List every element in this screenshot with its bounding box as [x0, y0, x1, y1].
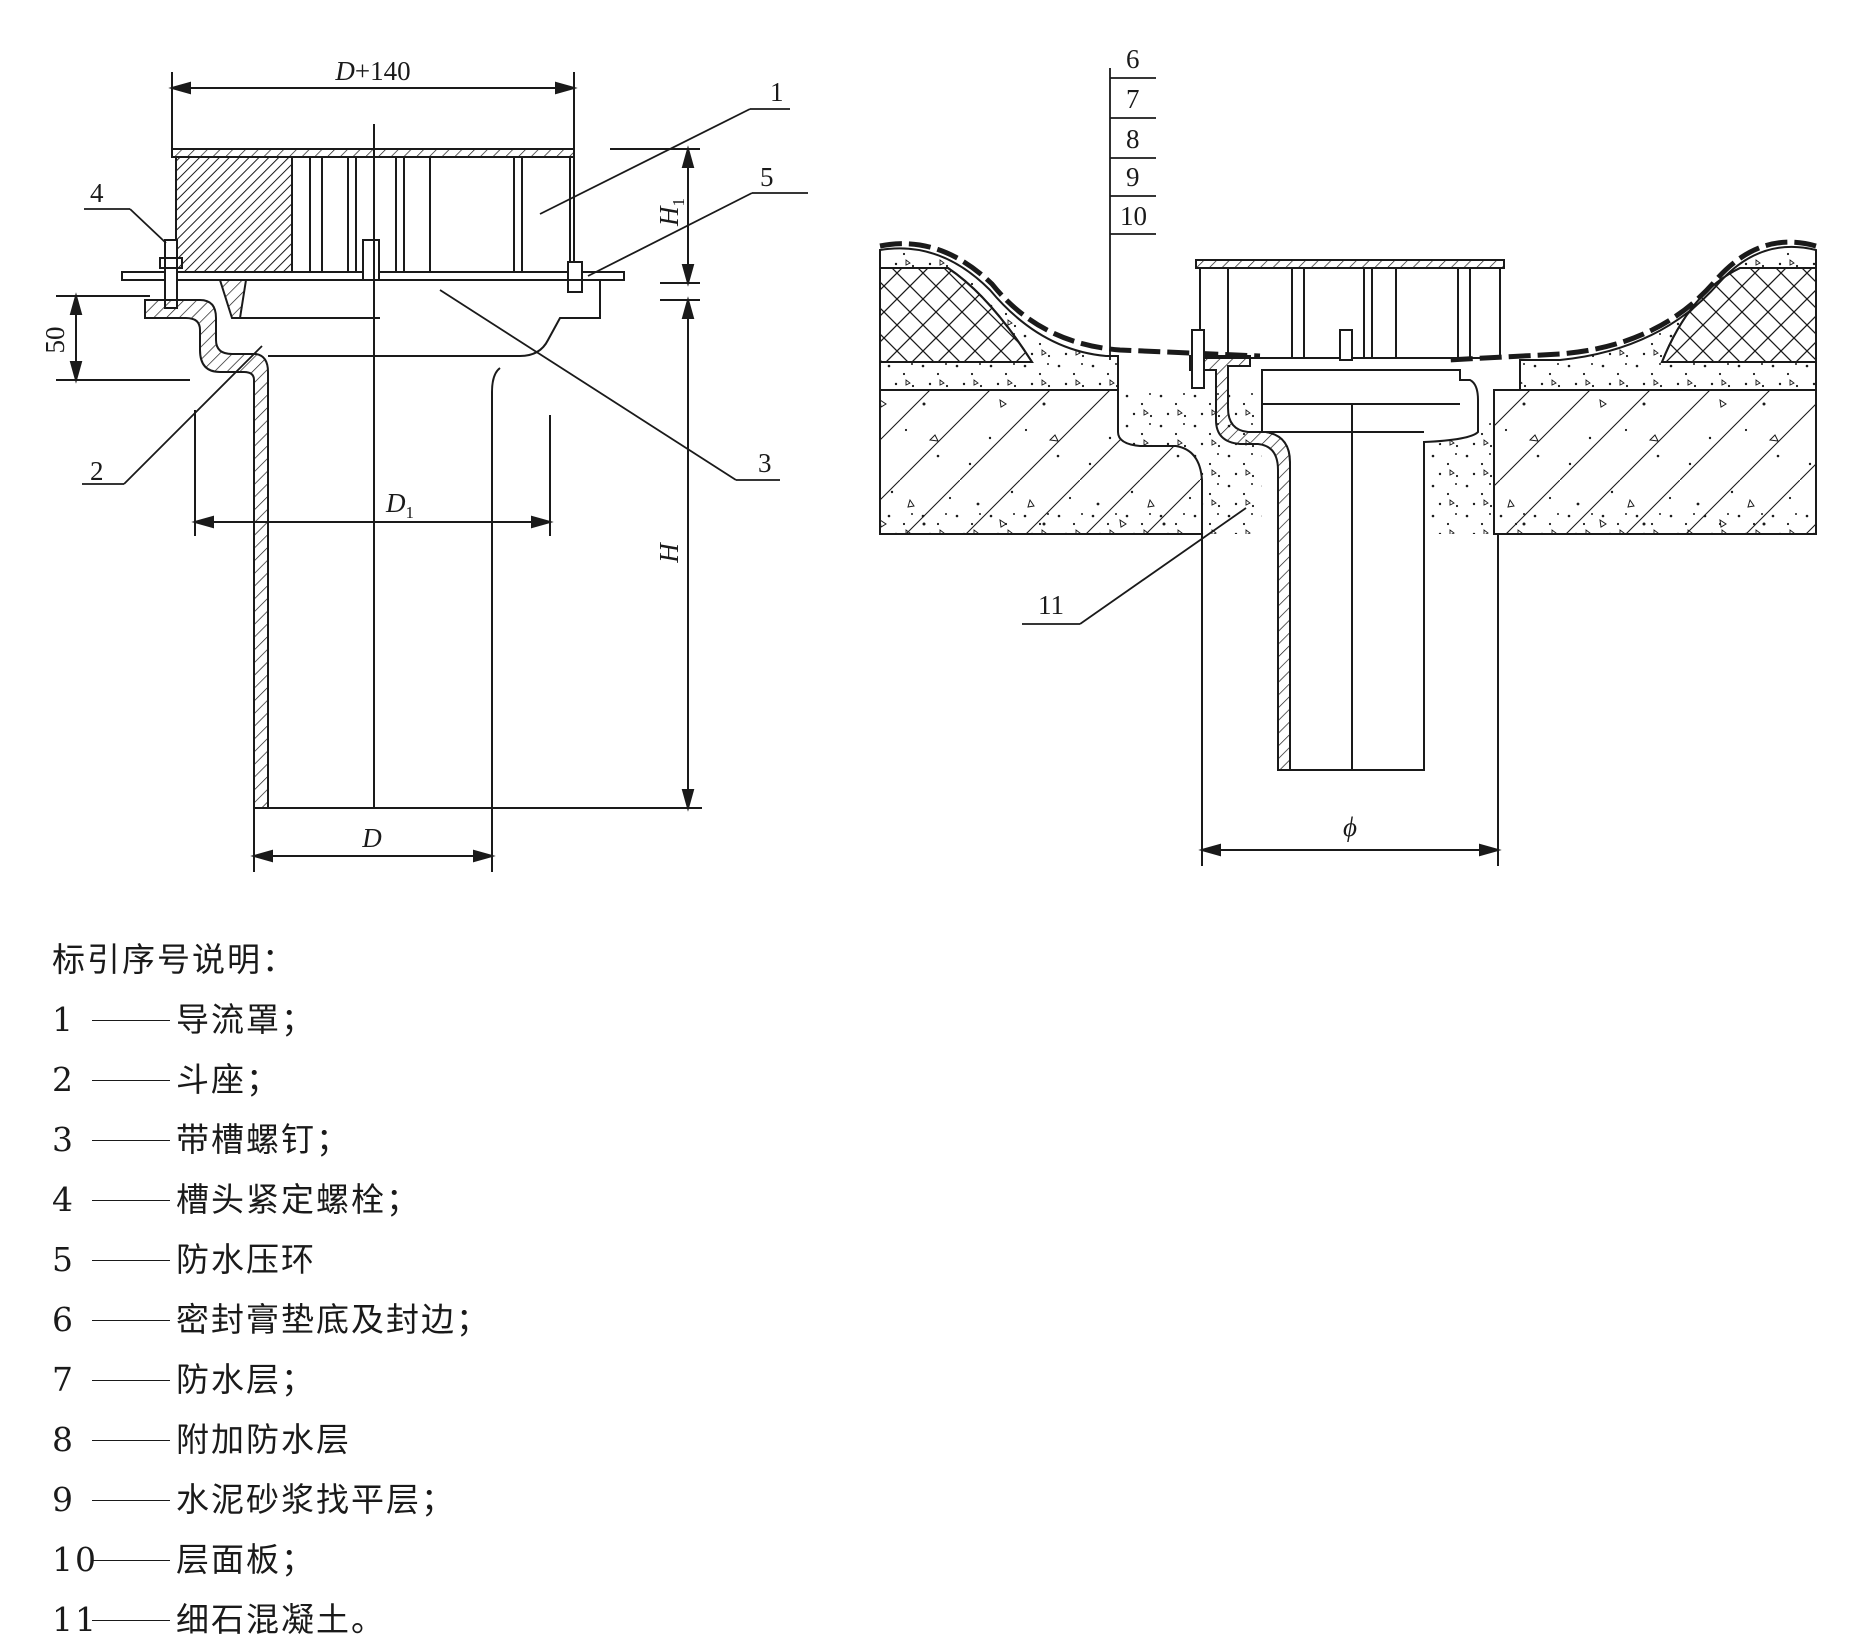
legend-item-text: 导流罩；: [176, 1000, 316, 1039]
legend-dash: [92, 1379, 170, 1381]
legend-item: 7 防水层；: [52, 1350, 491, 1410]
dim-h: [660, 296, 700, 812]
legend-item-number: 5: [52, 1240, 75, 1279]
waterproof-layer-left: [879, 241, 1261, 359]
fine-concrete-left: [880, 390, 1230, 534]
legend-dash: [92, 1559, 170, 1561]
legend-item-number: 3: [52, 1120, 75, 1159]
legend-item-number: 4: [52, 1180, 75, 1219]
right-bolt-right: [1339, 329, 1353, 361]
waterproof-layer-right: [1447, 239, 1817, 363]
label-d: D: [361, 823, 382, 853]
label-d1: D1: [385, 488, 414, 522]
legend-dash: [92, 1499, 170, 1501]
funnel-seat-upper: [218, 279, 248, 319]
label-d-plus-140: D+140: [334, 56, 410, 86]
legend-title: 标引序号说明：: [52, 940, 297, 979]
legend-item: 10 层面板；: [52, 1530, 491, 1590]
legend-item-number: 6: [52, 1300, 75, 1339]
callout-1: 1: [770, 77, 784, 107]
legend-dash: [92, 1139, 170, 1141]
funnel-seat-outline: [240, 279, 601, 808]
label-h: H: [654, 542, 684, 564]
legend-item-text: 防水层；: [176, 1360, 316, 1399]
legend-dash: [92, 1079, 170, 1081]
label-50: 50: [40, 327, 70, 354]
legend-item: 5 防水压环: [52, 1230, 491, 1290]
stack-label-8: 8: [1126, 124, 1140, 154]
callout-11: 11: [1038, 590, 1064, 620]
stack-label-9: 9: [1126, 162, 1140, 192]
fine-concrete-right: [1424, 390, 1816, 534]
bolt-left: [159, 239, 183, 309]
dim-phi: [1198, 534, 1502, 866]
dim-50: [56, 292, 190, 384]
legend-dash: [92, 1199, 170, 1201]
dim-d-plus-140: [168, 72, 578, 149]
dim-h1: [610, 145, 700, 287]
callout-4: 4: [90, 178, 104, 208]
legend-item-text: 带槽螺钉；: [176, 1120, 351, 1159]
legend-dash: [92, 1619, 170, 1621]
legend-item: 8 附加防水层: [52, 1410, 491, 1470]
legend-dash: [92, 1319, 170, 1321]
leader-11: [1022, 507, 1247, 625]
guide-cover-bars: [291, 156, 575, 273]
callout-5: 5: [760, 162, 774, 192]
right-bolt-left: [1191, 329, 1205, 389]
stack-label-10: 10: [1120, 201, 1147, 231]
legend-dash: [92, 1019, 170, 1021]
legend-item-number: 8: [52, 1420, 75, 1459]
stack-label-7: 7: [1126, 84, 1140, 114]
label-phi: ϕ: [1343, 812, 1357, 842]
legend-item-text: 层面板；: [176, 1540, 316, 1579]
left-elevation-view: [56, 72, 808, 872]
left-view-labels: D+140 D D1 H H1 50 1 2 3 4 5: [40, 56, 784, 853]
callout-2: 2: [90, 456, 104, 486]
stack-leader: [1109, 68, 1156, 360]
callout-3: 3: [758, 448, 772, 478]
legend-item-text: 防水压环: [176, 1240, 316, 1279]
right-section-view: [879, 68, 1817, 866]
bolt-mid: [362, 239, 380, 281]
label-h1: H1: [654, 198, 688, 227]
drainage-diagram: D+140 D D1 H H1 50 1 2 3 4 5: [40, 44, 1817, 872]
drain-seat-outline: [1261, 369, 1479, 771]
guide-cover-block: [175, 156, 293, 273]
legend-item-text: 密封膏垫底及封边；: [176, 1300, 491, 1339]
legend-item-number: 2: [52, 1060, 75, 1099]
legend-item: 9 水泥砂浆找平层；: [52, 1470, 491, 1530]
leader-lines: [82, 108, 808, 485]
funnel-seat-section: [144, 299, 269, 809]
legend-item-text: 槽头紧定螺栓；: [176, 1180, 421, 1219]
legend: 标引序号说明： 1 导流罩； 2 斗座； 3 带槽螺钉； 4 槽头紧定螺栓； 5 防水压环 6 密封膏…: [52, 930, 491, 1650]
drain-cover-cap: [1195, 259, 1505, 269]
legend-item-text: 细石混凝土。: [176, 1600, 386, 1639]
legend-item: 11 细石混凝土。: [52, 1590, 491, 1650]
legend-item-text: 附加防水层: [176, 1420, 351, 1459]
legend-item-number: 9: [52, 1480, 75, 1519]
legend-item: 3 带槽螺钉；: [52, 1110, 491, 1170]
dim-d: [250, 808, 496, 872]
legend-item: 1 导流罩；: [52, 990, 491, 1050]
legend-dash: [92, 1439, 170, 1441]
legend-item-number: 7: [52, 1360, 75, 1399]
legend-dash: [92, 1259, 170, 1261]
legend-list: 1 导流罩； 2 斗座； 3 带槽螺钉； 4 槽头紧定螺栓； 5 防水压环 6 密封膏垫底及封边； 7 防…: [52, 990, 491, 1650]
legend-item: 2 斗座；: [52, 1050, 491, 1110]
legend-item-text: 水泥砂浆找平层；: [176, 1480, 456, 1519]
legend-item: 6 密封膏垫底及封边；: [52, 1290, 491, 1350]
stack-label-6: 6: [1126, 44, 1140, 74]
legend-item-text: 斗座；: [176, 1060, 281, 1099]
right-view-labels: 6 7 8 9 10 11 ϕ: [1038, 44, 1357, 842]
bolt-right: [567, 261, 583, 293]
screed-layer: [879, 247, 1119, 391]
legend-item: 4 槽头紧定螺栓；: [52, 1170, 491, 1230]
legend-item-number: 1: [52, 1000, 75, 1039]
drain-cover-bars: [1199, 267, 1501, 359]
dim-d1: [191, 410, 554, 536]
legend-item-number: 10: [52, 1540, 98, 1579]
legend-item-number: 11: [52, 1600, 98, 1639]
